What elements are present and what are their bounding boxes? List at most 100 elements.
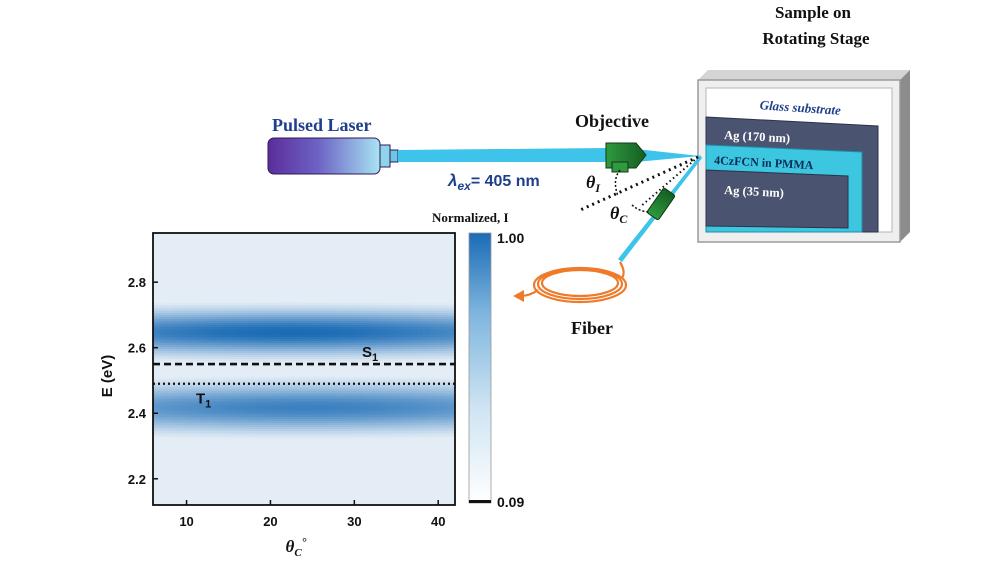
heatmap-cell	[279, 275, 286, 278]
heatmap-cell	[303, 309, 310, 312]
heatmap-cell	[399, 345, 406, 348]
heatmap-cell	[237, 419, 244, 422]
heatmap-cell	[285, 263, 292, 266]
heatmap-cell	[213, 307, 220, 310]
heatmap-cell	[423, 335, 430, 338]
heatmap-cell	[453, 411, 455, 414]
heatmap-cell	[297, 361, 304, 364]
heatmap-cell	[219, 243, 226, 246]
heatmap-cell	[243, 377, 250, 380]
heatmap-cell	[435, 303, 442, 306]
heatmap-cell	[327, 329, 334, 332]
heatmap-cell	[213, 281, 220, 284]
heatmap-cell	[159, 251, 166, 254]
heatmap-cell	[285, 307, 292, 310]
heatmap-cell	[171, 381, 178, 384]
heatmap-cell	[237, 309, 244, 312]
heatmap-cell	[423, 381, 430, 384]
heatmap-cell	[333, 275, 340, 278]
heatmap-cell	[423, 319, 430, 322]
heatmap-cell	[321, 413, 328, 416]
heatmap-cell	[267, 351, 274, 354]
heatmap-cell	[387, 379, 394, 382]
heatmap-cell	[429, 397, 436, 400]
heatmap-cell	[351, 233, 358, 236]
heatmap-cell	[219, 307, 226, 310]
heatmap-cell	[441, 287, 448, 290]
heatmap-cell	[249, 271, 256, 274]
heatmap-cell	[339, 387, 346, 390]
heatmap-cell	[441, 241, 448, 244]
heatmap-cell	[201, 335, 208, 338]
heatmap-cell	[237, 389, 244, 392]
heatmap-cell	[159, 373, 166, 376]
heatmap-cell	[315, 325, 322, 328]
heatmap-cell	[375, 317, 382, 320]
heatmap-cell	[447, 343, 454, 346]
heatmap-cell	[273, 281, 280, 284]
heatmap-cell	[435, 379, 442, 382]
heatmap-cell	[417, 407, 424, 410]
heatmap-cell	[399, 309, 406, 312]
heatmap-cell	[159, 305, 166, 308]
heatmap-cell	[195, 233, 202, 236]
heatmap-cell	[171, 387, 178, 390]
heatmap-cell	[219, 387, 226, 390]
heatmap-cell	[417, 311, 424, 314]
heatmap-cell	[369, 233, 376, 236]
heatmap-cell	[225, 363, 232, 366]
heatmap-cell	[171, 243, 178, 246]
heatmap-cell	[411, 339, 418, 342]
heatmap-cell	[327, 401, 334, 404]
heatmap-cell	[243, 267, 250, 270]
heatmap-cell	[207, 265, 214, 268]
heatmap-cell	[429, 297, 436, 300]
heatmap-cell	[339, 301, 346, 304]
heatmap-cell	[225, 405, 232, 408]
angle-guide-collection	[639, 156, 699, 208]
heatmap-cell	[363, 331, 370, 334]
heatmap-cell	[417, 393, 424, 396]
heatmap-cell	[159, 273, 166, 276]
heatmap-cell	[405, 259, 412, 262]
heatmap-cell	[273, 247, 280, 250]
heatmap-cell	[249, 315, 256, 318]
heatmap-cell	[159, 321, 166, 324]
heatmap-cell	[255, 245, 262, 248]
heatmap-cell	[417, 247, 424, 250]
heatmap-cell	[171, 421, 178, 424]
heatmap-cell	[183, 321, 190, 324]
heatmap-cell	[195, 245, 202, 248]
heatmap-cell	[243, 329, 250, 332]
heatmap-cell	[243, 385, 250, 388]
heatmap-cell	[225, 389, 232, 392]
heatmap-cell	[243, 333, 250, 336]
heatmap-cell	[399, 313, 406, 316]
heatmap-cell	[423, 351, 430, 354]
heatmap-cell	[273, 355, 280, 358]
heatmap-cell	[291, 353, 298, 356]
heatmap-cell	[225, 245, 232, 248]
heatmap-cell	[297, 411, 304, 414]
heatmap-cell	[393, 321, 400, 324]
heatmap-cell	[417, 357, 424, 360]
heatmap-cell	[171, 313, 178, 316]
heatmap-cell	[429, 327, 436, 330]
heatmap-cell	[195, 311, 202, 314]
heatmap-cell	[423, 371, 430, 374]
heatmap-cell	[375, 405, 382, 408]
heatmap-cell	[333, 291, 340, 294]
heatmap-cell	[429, 347, 436, 350]
heatmap-cell	[189, 289, 196, 292]
heatmap-cell	[231, 353, 238, 356]
heatmap-cell	[351, 417, 358, 420]
heatmap-cell	[159, 315, 166, 318]
heatmap-cell	[207, 245, 214, 248]
heatmap-cell	[231, 393, 238, 396]
heatmap-cell	[441, 313, 448, 316]
heatmap-cell	[315, 423, 322, 426]
heatmap-cell	[237, 239, 244, 242]
heatmap-cell	[273, 313, 280, 316]
heatmap-cell	[267, 343, 274, 346]
heatmap-cell	[339, 233, 346, 236]
